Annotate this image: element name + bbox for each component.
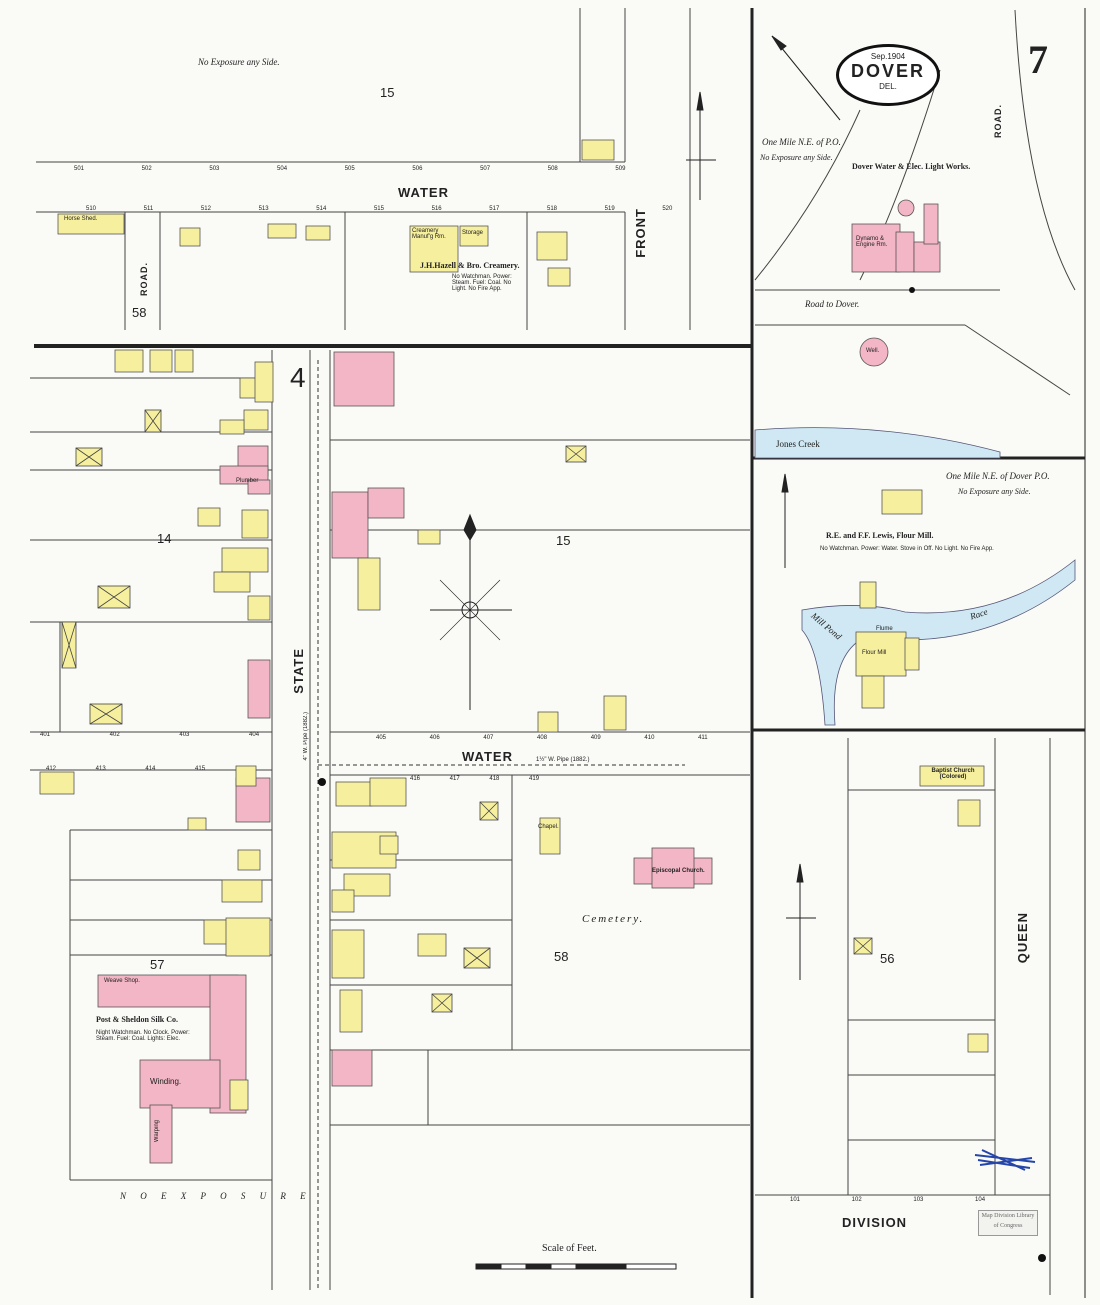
label-well: Well. <box>866 348 880 354</box>
block-number: 58 <box>554 949 569 964</box>
library-stamp: Map Division Library of Congress <box>978 1210 1038 1236</box>
block-number: 14 <box>157 531 172 546</box>
building-label-dynamo: Dynamo & Engine Rm. <box>856 236 888 248</box>
building-label-episcopal: Episcopal Church. <box>652 868 705 874</box>
label-state-pipe: 4" W. Pipe (1882.) <box>303 712 309 761</box>
label-flume: Flume <box>876 626 893 632</box>
lot-numbers-water-mid-d: 405 406 407 408 409 410 411 <box>376 735 708 741</box>
building-detail-lewis: No Watchman. Power: Water. Stove in Off.… <box>820 546 994 552</box>
lot-numbers-water-mid-c: 416 417 418 419 <box>410 776 540 782</box>
inset-distance-note: One Mile N.E. of P.O. <box>762 137 841 147</box>
block-number: 58 <box>132 305 147 320</box>
label-water-pipe: 1½" W. Pipe (1882.) <box>536 757 590 763</box>
street-queen: QUEEN <box>1015 912 1030 964</box>
title-date: Sep.1904 <box>870 52 906 61</box>
sheet-number: 7 <box>1028 37 1048 82</box>
block-number: 57 <box>150 957 165 972</box>
building-label-flour-mill: Flour Mill <box>862 650 887 656</box>
compass-rose <box>430 513 512 710</box>
inset-distance-note: One Mile N.E. of Dover P.O. <box>946 471 1050 481</box>
lot-numbers-division: 101 102 103 104 <box>790 1197 986 1203</box>
exposure-note: No Exposure any Side. <box>198 57 280 67</box>
brick-buildings <box>97 199 941 1164</box>
street-water-top: WATER <box>398 185 449 200</box>
exposure-note: No Exposure any Side. <box>760 153 833 162</box>
scale-label: Scale of Feet. <box>542 1243 597 1254</box>
sheds <box>61 409 873 1013</box>
building-label-creamery: Creamery Manuf'g Rm. <box>412 228 446 240</box>
ink-mark <box>974 1149 1036 1171</box>
water-pipes <box>317 360 685 1290</box>
exposure-note: No Exposure any Side. <box>958 487 1031 496</box>
block-number: 56 <box>880 951 895 966</box>
building-detail-silk: Night Watchman. No Clock. Power: Steam. … <box>96 1030 190 1042</box>
building-label-lewis: R.E. and F.F. Lewis, Flour Mill. <box>826 531 934 540</box>
street-road-left: ROAD. <box>139 262 149 296</box>
building-label-hazell: J.H.Hazell & Bro. Creamery. <box>420 261 520 270</box>
building-label-horse-shed: Horse Shed. <box>64 216 98 222</box>
street-front: FRONT <box>633 208 648 258</box>
street-division: DIVISION <box>842 1215 908 1230</box>
frame-buildings <box>39 139 989 1111</box>
block-number: 15 <box>380 85 395 100</box>
scale-bar <box>475 1263 677 1270</box>
hydrants <box>318 287 1046 1262</box>
label-cemetery: Cemetery. <box>582 913 645 925</box>
building-label-storage: Storage <box>462 230 484 236</box>
title-state: DEL. <box>879 82 897 91</box>
building-label-chapel: Chapel. <box>538 824 559 830</box>
lot-numbers-water-top-even: 510 511 512 513 514 515 516 517 518 519 … <box>86 206 673 212</box>
waterways <box>754 427 1076 726</box>
building-label-warping: Warping <box>154 1120 160 1143</box>
street-road-to-dover: Road to Dover. <box>805 299 860 309</box>
building-label-silk: Post & Sheldon Silk Co. <box>96 1015 179 1024</box>
building-label-plumber: Plumber <box>236 478 259 484</box>
exposure-note: N O E X P O S U R E <box>120 1191 312 1201</box>
building-label-baptist: Baptist Church (Colored) <box>931 768 975 780</box>
street-state: STATE <box>291 648 306 694</box>
city-title-cartouche: Sep.1904 DOVER DEL. <box>836 44 940 106</box>
building-detail-hazell: No Watchman. Power: Steam. Fuel: Coal. N… <box>452 274 512 292</box>
block-number: 4 <box>290 362 306 393</box>
north-arrows <box>686 35 841 980</box>
street-road-right: ROAD. <box>993 104 1003 138</box>
building-label-water-works: Dover Water & Elec. Light Works. <box>852 162 971 171</box>
building-label-winding: Winding. <box>150 1077 182 1086</box>
street-water-mid: WATER <box>462 749 513 764</box>
title-city: DOVER <box>850 61 925 81</box>
building-label-weave-shop: Weave Shop. <box>104 978 140 984</box>
lot-numbers-water-mid-b: 412 413 414 415 <box>46 766 206 772</box>
lot-numbers-water-top-odd: 501 502 503 504 505 506 507 508 509 <box>74 166 626 172</box>
block-number: 15 <box>556 533 571 548</box>
label-jones-creek: Jones Creek <box>776 439 820 449</box>
lot-numbers-water-mid-a: 401 402 403 404 <box>40 732 260 738</box>
